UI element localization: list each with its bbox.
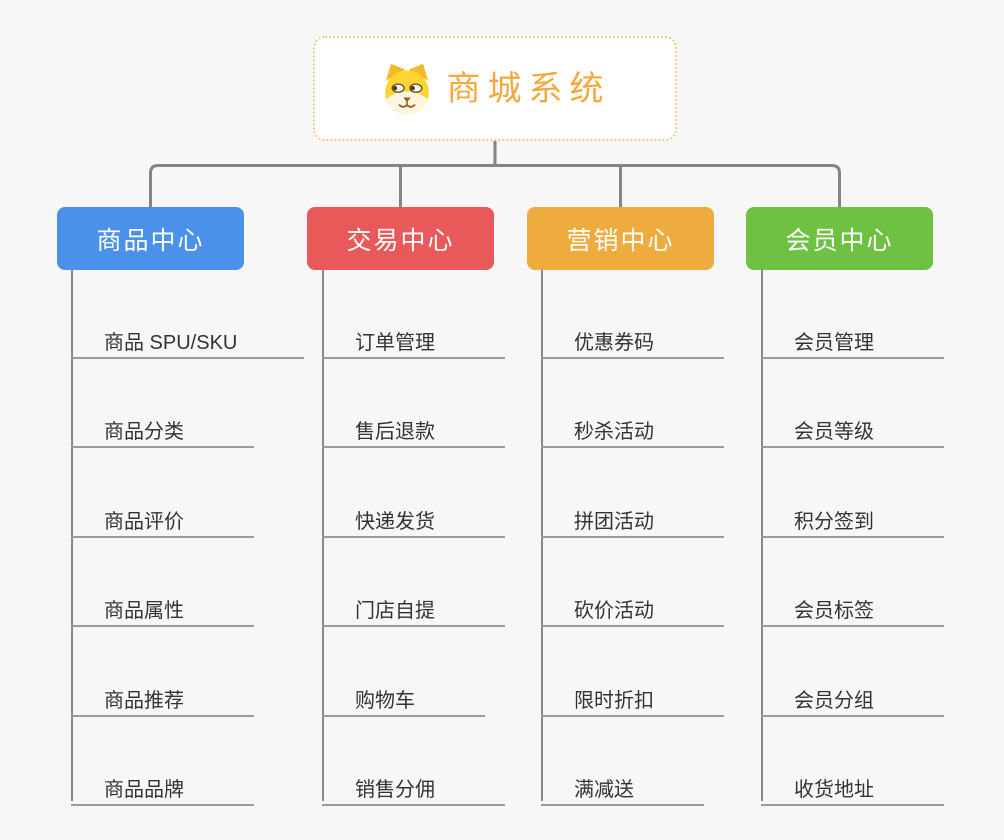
root-node[interactable]: 商城系统 [313,36,677,141]
child-node[interactable]: 订单管理 [322,317,505,359]
child-node[interactable]: 商品评价 [71,496,254,538]
child-node[interactable]: 销售分佣 [322,764,505,806]
child-node[interactable]: 商品推荐 [71,675,254,717]
child-node[interactable]: 快递发货 [322,496,505,538]
child-node[interactable]: 会员等级 [761,406,944,448]
child-node[interactable]: 优惠券码 [541,317,724,359]
child-node[interactable]: 满减送 [541,764,704,806]
child-node[interactable]: 会员标签 [761,585,944,627]
branch-trunk-line [761,270,763,801]
branch-trunk-line [541,270,543,801]
child-node[interactable]: 收货地址 [761,764,944,806]
child-node[interactable]: 拼团活动 [541,496,724,538]
child-node[interactable]: 砍价活动 [541,585,724,627]
child-node[interactable]: 门店自提 [322,585,505,627]
child-node[interactable]: 售后退款 [322,406,505,448]
branch-trunk-line [71,270,73,801]
child-node[interactable]: 商品品牌 [71,764,254,806]
branch-node-member-center[interactable]: 会员中心 [746,207,933,270]
child-node[interactable]: 商品 SPU/SKU [71,317,304,359]
child-node[interactable]: 秒杀活动 [541,406,724,448]
child-node[interactable]: 购物车 [322,675,485,717]
root-title: 商城系统 [446,69,611,108]
branch-node-trade-center[interactable]: 交易中心 [307,207,494,270]
branch-node-marketing-center[interactable]: 营销中心 [527,207,714,270]
branch-trunk-line [322,270,324,801]
child-node[interactable]: 商品属性 [71,585,254,627]
child-node[interactable]: 商品分类 [71,406,254,448]
child-node[interactable]: 会员分组 [761,675,944,717]
child-node[interactable]: 积分签到 [761,496,944,538]
child-node[interactable]: 会员管理 [761,317,944,359]
branch-node-product-center[interactable]: 商品中心 [57,207,244,270]
dog-face-icon [384,63,429,114]
child-node[interactable]: 限时折扣 [541,675,724,717]
